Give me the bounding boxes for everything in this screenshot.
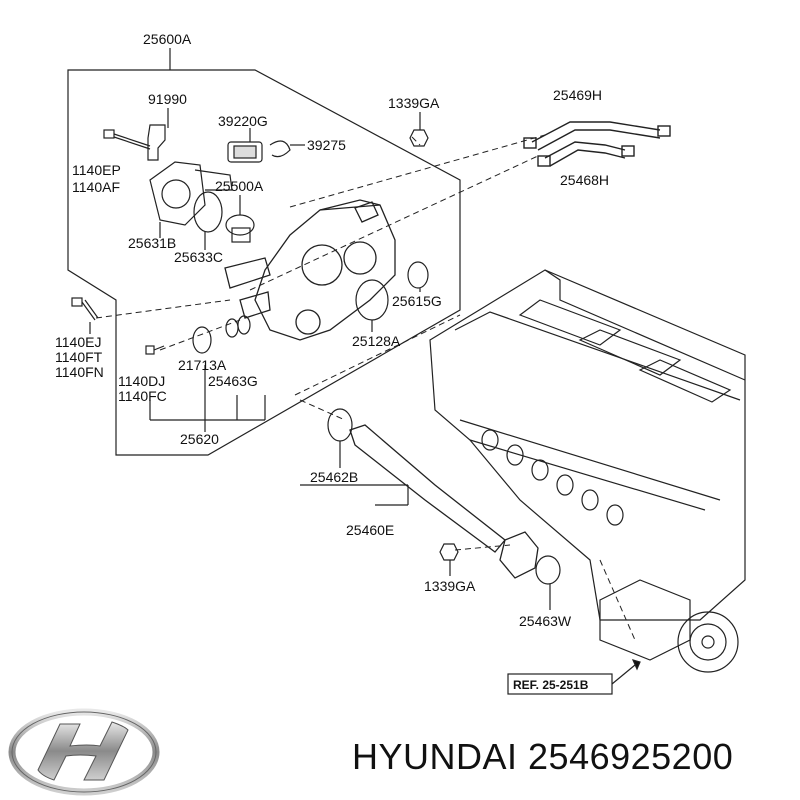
oring-25463G xyxy=(225,318,239,338)
label-25462B: 25462B xyxy=(310,469,358,485)
clip-39275 xyxy=(269,140,291,158)
assembly-outline xyxy=(67,69,461,456)
hose-25469H xyxy=(523,121,671,151)
label-25128A: 25128A xyxy=(352,333,401,349)
brand-part-number: HYUNDAI 2546925200 xyxy=(352,736,734,777)
label-1140FN: 1140FN xyxy=(55,364,104,380)
label-1140FC: 1140FC xyxy=(118,388,167,404)
dashed-guides xyxy=(95,134,636,641)
engine-block xyxy=(429,269,746,673)
label-1140AF: 1140AF xyxy=(72,179,120,195)
label-25468H: 25468H xyxy=(560,172,609,188)
nut-1339GA-top xyxy=(409,129,429,147)
label-1140DJ: 1140DJ xyxy=(118,373,165,389)
label-1140EP: 1140EP xyxy=(72,162,121,178)
pipe-25460E xyxy=(349,424,539,579)
label-1140FT: 1140FT xyxy=(55,349,103,365)
label-25615G: 25615G xyxy=(392,293,442,309)
label-25500A: 25500A xyxy=(215,178,264,194)
ref-arrow xyxy=(507,659,641,695)
label-25463W: 25463W xyxy=(519,613,572,629)
label-25460E: 25460E xyxy=(346,522,394,538)
hyundai-logo-icon xyxy=(8,708,160,796)
bracket-91990 xyxy=(147,124,166,161)
bolt-1140EJ xyxy=(71,297,99,321)
hose-25468H xyxy=(537,141,635,167)
label-ref: REF. 25-251B xyxy=(513,678,589,692)
bolt-1140DJ xyxy=(145,345,165,355)
label-91990: 91990 xyxy=(148,91,187,107)
gasket-25633C xyxy=(193,191,223,233)
label-1339GA-bottom: 1339GA xyxy=(424,578,476,594)
label-25620: 25620 xyxy=(180,431,219,447)
label-25631B: 25631B xyxy=(128,235,176,251)
label-25463G: 25463G xyxy=(208,373,258,389)
gasket-25463W xyxy=(535,555,561,585)
gasket-25128A xyxy=(355,279,389,321)
label-1140EJ: 1140EJ xyxy=(55,334,101,350)
oring-21713A xyxy=(192,326,212,354)
thermostat-25500A xyxy=(225,214,255,243)
bolt-1140EP xyxy=(103,129,151,150)
label-39275: 39275 xyxy=(307,137,346,153)
bracket-25620 xyxy=(149,365,266,432)
label-25633C: 25633C xyxy=(174,249,223,265)
gasket-25462B xyxy=(327,408,353,442)
label-1339GA-top: 1339GA xyxy=(388,95,440,111)
label-25469H: 25469H xyxy=(553,87,602,103)
housing-25631B xyxy=(149,161,233,226)
label-39220G: 39220G xyxy=(218,113,268,129)
label-25600A: 25600A xyxy=(143,31,192,47)
label-21713A: 21713A xyxy=(178,357,227,373)
sensor-39220G xyxy=(227,141,263,163)
water-housing xyxy=(224,199,396,341)
nut-1339GA-bottom xyxy=(439,543,459,561)
gasket-25615G xyxy=(407,261,429,289)
